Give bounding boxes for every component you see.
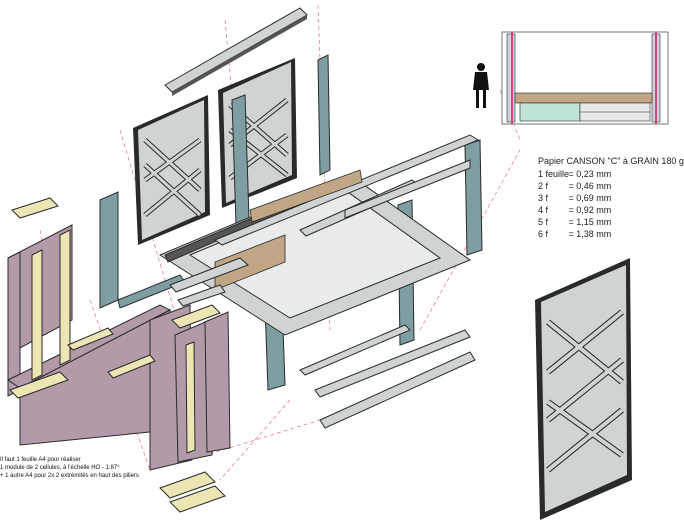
assembly-note-line: Il faut 1 feuille A4 pour réaliser xyxy=(0,457,81,463)
spec-row: 6 f = 1,38 mm xyxy=(538,229,611,239)
cream-pads xyxy=(9,197,226,513)
spec-sheets: 3 f xyxy=(538,193,549,203)
mauve-base-module xyxy=(7,224,231,471)
lattice-window-detail xyxy=(535,258,632,520)
spec-value: = 0,46 mm xyxy=(568,181,612,191)
spec-row: 1 feuille = 0,23 mm xyxy=(538,169,611,179)
spec-row: 5 f = 1,15 mm xyxy=(538,217,611,227)
section-detail xyxy=(501,31,669,125)
lattice-window-right xyxy=(218,58,297,208)
spec-row: 4 f = 0,92 mm xyxy=(538,205,611,215)
spec-value: = 1,15 mm xyxy=(568,217,612,227)
paper-spec-title: Papier CANSON "C" à GRAIN 180 g xyxy=(538,156,684,166)
spec-sheets: 2 f xyxy=(538,181,549,191)
spec-sheets: 1 feuille xyxy=(538,169,570,179)
lattice-window-left xyxy=(133,95,210,245)
spec-row: 2 f = 0,46 mm xyxy=(538,181,611,191)
spec-value: = 0,92 mm xyxy=(568,205,612,215)
spec-value: = 0,69 mm xyxy=(568,193,612,203)
spec-value: = 0,23 mm xyxy=(568,169,612,179)
spec-sheets: 5 f xyxy=(538,217,549,227)
spec-sheets: 4 f xyxy=(538,205,549,215)
wood-beams xyxy=(214,169,363,291)
assembly-note-line: 1 module de 2 cellules, à l'échelle HO -… xyxy=(0,465,120,471)
spec-row: 3 f = 0,69 mm xyxy=(538,193,611,203)
spec-sheets: 6 f xyxy=(538,229,549,239)
spec-value: = 1,38 mm xyxy=(568,229,612,239)
loose-strips xyxy=(169,257,476,429)
assembly-note-line: + 1 autre A4 pour 2x 2 extrémités en hau… xyxy=(0,473,139,479)
scale-figure-icon xyxy=(473,63,489,108)
